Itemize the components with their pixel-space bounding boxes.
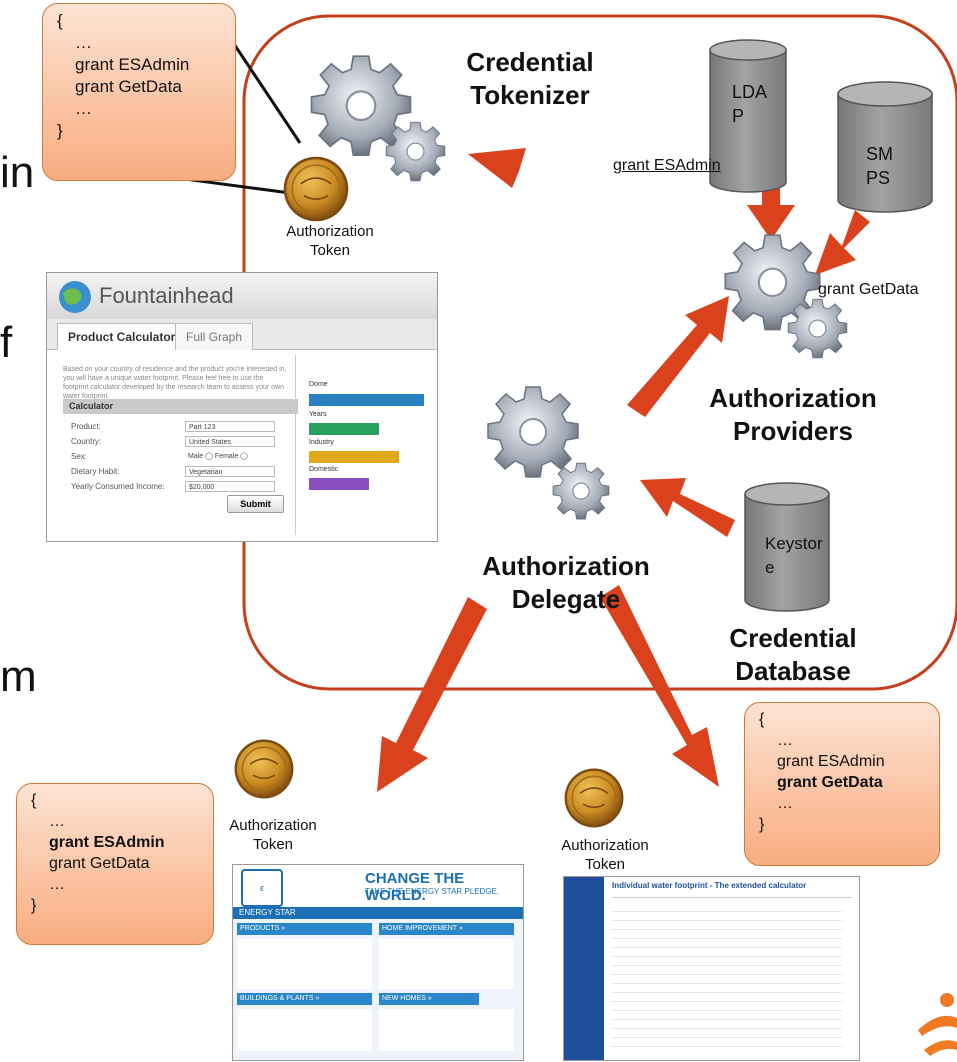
- tab-product-calculator[interactable]: Product Calculator: [57, 323, 187, 350]
- income-select[interactable]: $20,000: [185, 481, 275, 492]
- chart-label: Years: [309, 411, 327, 418]
- arrow-providers-to-tokenizer: [468, 148, 752, 262]
- section-products[interactable]: PRODUCTS »: [237, 923, 372, 935]
- callout-line-1: [228, 37, 302, 144]
- smps-database: [837, 81, 933, 213]
- arrows: [377, 148, 870, 792]
- chart-bar: [309, 478, 369, 490]
- fountainhead-tabs: Product Calculator Full Graph: [47, 319, 437, 350]
- arrow-delegate-to-providers: [627, 296, 729, 417]
- grant-box-top: { … grant ESAdmin grant GetData … }: [42, 3, 236, 181]
- tab-full-graph[interactable]: Full Graph: [175, 323, 254, 350]
- chart-label: Dome: [309, 381, 328, 388]
- country-select[interactable]: United States: [185, 436, 275, 447]
- keystore-database: [744, 482, 830, 612]
- gear-icon: [310, 55, 412, 157]
- calculator-header: Calculator: [63, 399, 298, 414]
- cut-text-c: m: [0, 652, 37, 701]
- watercalc-screenshot: Individual water footprint - The extende…: [563, 876, 860, 1061]
- cut-text-a: in: [0, 148, 35, 197]
- field-label: Product:: [71, 422, 101, 431]
- arrow-keystore-to-delegate: [640, 478, 735, 537]
- gear-icon: [787, 298, 848, 359]
- submit-button[interactable]: Submit: [227, 495, 284, 513]
- divider: [612, 897, 852, 898]
- sex-radio[interactable]: Male ◯ Female ◯: [188, 453, 249, 460]
- gear-icon: [487, 386, 579, 478]
- grant-box-right: { … grant ESAdmin grant GetData … }: [744, 702, 940, 866]
- energystar-screenshot: ε CHANGE THE WORLD. TAKE THE ENERGY STAR…: [232, 864, 524, 1061]
- field-label: Dietary Habit:: [71, 467, 120, 476]
- buildings-panel: [237, 1009, 372, 1051]
- arrow-smps-to-providers: [815, 210, 870, 275]
- divider: [295, 355, 296, 535]
- energystar-logo: ε: [241, 869, 283, 907]
- gear-icon: [552, 462, 610, 520]
- grant-box-left: { … grant ESAdmin grant GetData … }: [16, 783, 214, 945]
- watercalc-title: Individual water footprint - The extende…: [612, 881, 807, 890]
- arrow-delegate-to-energystar: [377, 597, 487, 792]
- fountainhead-title: Fountainhead: [99, 283, 234, 308]
- field-label: Sex:: [71, 452, 88, 461]
- ldap-database: [709, 39, 787, 193]
- fountainhead-intro: Based on your country of residence and t…: [63, 366, 287, 400]
- globe-icon: [59, 281, 91, 313]
- watercalc-form[interactable]: [612, 903, 842, 1053]
- coin-icon: [282, 155, 350, 223]
- chart-bar: [309, 423, 379, 435]
- fountainhead-screenshot: Fountainhead Product Calculator Full Gra…: [46, 272, 438, 542]
- section-buildings[interactable]: BUILDINGS & PLANTS »: [237, 993, 372, 1005]
- arrow-ldap-to-providers: [747, 178, 795, 240]
- watercalc-sidebar: [564, 877, 604, 1060]
- cut-text-b: f: [0, 318, 13, 367]
- home-panel: [379, 939, 514, 989]
- newhomes-panel: [379, 1009, 514, 1051]
- chart-label: Domestic: [309, 466, 339, 473]
- energystar-navbar[interactable]: ENERGY STAR: [233, 907, 523, 919]
- chart-bar: [309, 451, 399, 463]
- field-label: Country:: [71, 437, 102, 446]
- logo-swoosh-icon: [918, 993, 957, 1056]
- section-home[interactable]: HOME IMPROVEMENT »: [379, 923, 514, 935]
- slogan-main: CHANGE THE WORLD.: [365, 870, 465, 904]
- product-select[interactable]: Part 123: [185, 421, 275, 432]
- arrow-delegate-to-watercalc: [600, 585, 719, 787]
- smps-grant-label: grant GetData: [818, 281, 919, 298]
- fountainhead-header: Fountainhead: [47, 273, 437, 319]
- field-label: Yearly Consumed Income:: [71, 482, 165, 491]
- coin-icon: [563, 767, 625, 829]
- chart-label: Industry: [309, 439, 334, 446]
- coin-icon: [233, 738, 295, 800]
- products-panel: [237, 939, 372, 989]
- chart-bar: [309, 394, 424, 406]
- ldap-grant-label: grant ESAdmin: [613, 157, 721, 174]
- gear-icon: [385, 121, 446, 182]
- section-newhomes[interactable]: NEW HOMES »: [379, 993, 479, 1005]
- diet-select[interactable]: Vegetarian: [185, 466, 275, 477]
- slogan-sub: TAKE THE ENERGY STAR PLEDGE.: [365, 887, 500, 896]
